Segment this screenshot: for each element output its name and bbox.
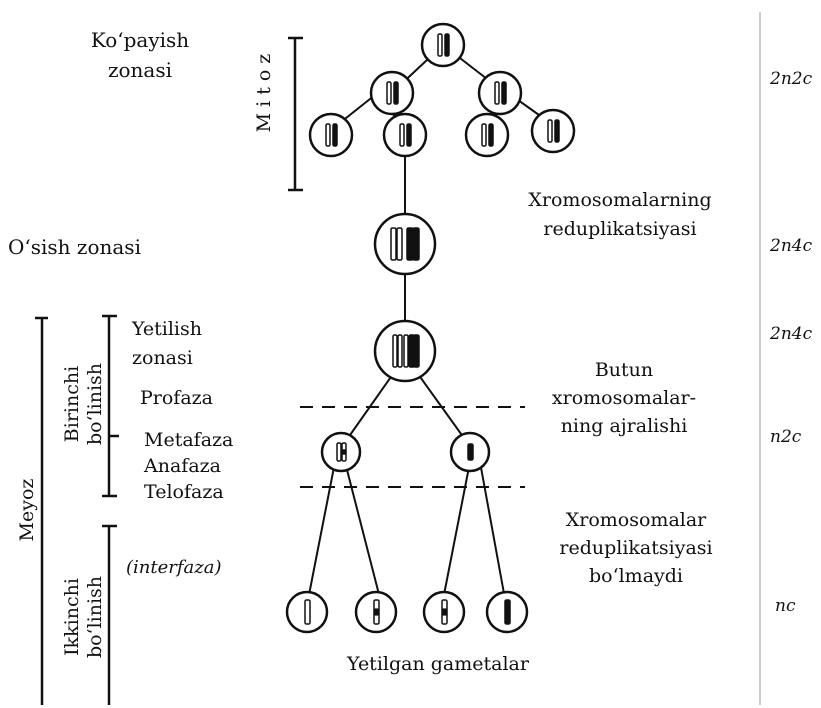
- ploidy-label: 2n4c: [769, 324, 813, 344]
- telofaza-label: Telofaza: [144, 481, 224, 503]
- chromosome: [386, 81, 392, 105]
- kopayish-label: Ko‘payish: [91, 28, 189, 52]
- chromosome-band: [374, 608, 379, 616]
- meyoz-label: Meyoz: [16, 479, 38, 542]
- cell: [285, 590, 329, 634]
- separation-label-2: xromosomalar-: [552, 387, 696, 409]
- cell: [354, 590, 398, 634]
- cell: [373, 319, 437, 383]
- cell: [369, 70, 415, 116]
- kopayish-label-2: zonasi: [108, 58, 172, 82]
- chromosome: [437, 33, 443, 57]
- profaza-label: Profaza: [140, 387, 213, 409]
- chromosome: [392, 334, 398, 368]
- chromosome: [501, 81, 507, 105]
- cell: [477, 70, 523, 116]
- osish-label: O‘sish zonasi: [8, 235, 141, 259]
- chromosome: [444, 33, 450, 57]
- reduplication-label-2: reduplikatsiyasi: [543, 218, 696, 240]
- chromosome: [481, 123, 487, 147]
- ploidy-label: 2n2c: [769, 69, 813, 89]
- chromosome: [488, 123, 494, 147]
- no-reduplication-label-3: bo‘lmaydi: [589, 565, 683, 587]
- chromosome: [494, 81, 500, 105]
- ploidy-label: 2n4c: [769, 236, 813, 256]
- meyoz-bracket: [35, 316, 48, 705]
- chromosome: [393, 81, 399, 105]
- ikkinchi-label: Ikkinchi: [61, 578, 83, 656]
- chromosome: [390, 227, 397, 261]
- birinchi-label: Birinchi: [61, 366, 83, 442]
- separation-label: Butun: [595, 359, 653, 381]
- chromosome: [406, 123, 412, 147]
- mitoz-label: Mitoz: [253, 48, 275, 133]
- yetilish-label: Yetilish: [131, 318, 202, 340]
- birinchi-bracket: [102, 314, 119, 498]
- chromosome: [403, 334, 409, 368]
- chromosome: [554, 119, 560, 143]
- no-reduplication-label: Xromosomalar: [566, 509, 707, 531]
- anafaza-label: Anafaza: [143, 455, 221, 477]
- cell: [373, 212, 437, 276]
- chromosome: [547, 119, 553, 143]
- chromosome: [412, 227, 420, 261]
- cell: [308, 112, 354, 158]
- chromosome: [397, 334, 403, 368]
- mitoz-bracket: [288, 36, 303, 192]
- chromosome: [406, 227, 414, 261]
- cell: [422, 590, 466, 634]
- chromosome: [336, 442, 342, 462]
- birinchi-label-2: bo‘linish: [84, 363, 106, 445]
- chromosome: [467, 443, 474, 461]
- cell: [420, 22, 466, 68]
- no-reduplication-label-2: reduplikatsiyasi: [559, 537, 712, 559]
- chromosome: [396, 227, 403, 261]
- cell: [449, 431, 491, 473]
- separation-label-3: ning ajralishi: [561, 415, 688, 437]
- chromosome: [304, 599, 311, 625]
- yetilish-label-2: zonasi: [132, 347, 193, 369]
- cell: [320, 431, 362, 473]
- cell: [530, 108, 576, 154]
- chromosome: [325, 123, 331, 147]
- cell: [485, 590, 529, 634]
- reduplication-label: Xromosomalarning: [528, 189, 711, 211]
- chromosome: [399, 123, 405, 147]
- ikkinchi-label-2: bo‘linish: [84, 576, 106, 658]
- chromosome: [413, 334, 420, 368]
- mature-gametes-label: Yetilgan gametalar: [346, 653, 530, 675]
- chromosome: [504, 599, 511, 625]
- chromosome-band: [442, 608, 447, 616]
- ploidy-label: n2c: [770, 427, 802, 447]
- ploidy-label: nc: [775, 596, 796, 616]
- ikkinchi-bracket: [102, 524, 117, 705]
- chromosome-band: [342, 449, 346, 455]
- cell: [382, 112, 428, 158]
- chromosome: [332, 123, 338, 147]
- metafaza-label: Metafaza: [144, 429, 233, 451]
- interfaza-label: (interfaza): [126, 557, 222, 578]
- cell: [464, 112, 510, 158]
